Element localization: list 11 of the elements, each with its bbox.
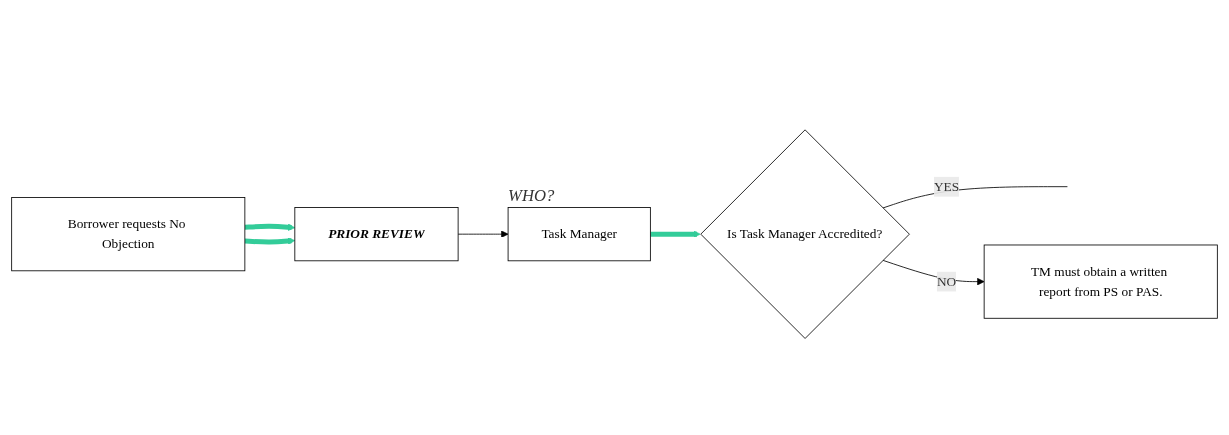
node-box: Borrower requests No Objection <box>11 197 246 272</box>
node-diamond: Is Task Manager Accredited? <box>700 129 910 339</box>
node-label: WHO? <box>508 185 555 205</box>
node-box: PRIOR REVIEW <box>294 207 459 262</box>
edge-label: YES <box>933 179 960 194</box>
node-box: TM must obtain a written report from PS or PAS. <box>983 244 1218 319</box>
edge-label: NO <box>936 274 957 289</box>
arrow <box>650 230 701 238</box>
node-box: Task Manager <box>507 207 651 262</box>
arrow <box>244 223 296 231</box>
arrow <box>244 237 296 245</box>
